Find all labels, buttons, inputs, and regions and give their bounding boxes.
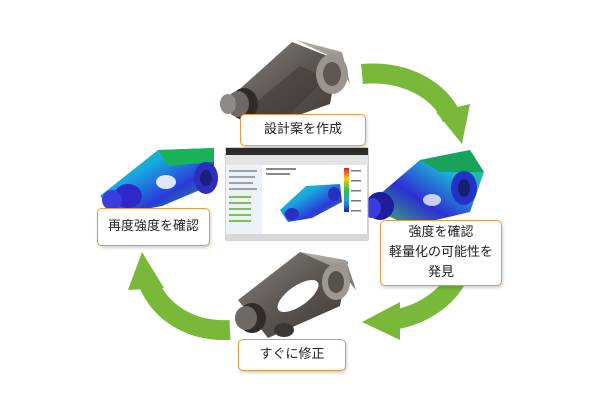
cycle-arrow-bottom-left <box>128 252 231 341</box>
bottom-bracket-model <box>235 252 356 338</box>
cad-software-screenshot <box>225 147 369 241</box>
step-recheck-strength-label: 再度強度を確認 <box>97 208 210 246</box>
step-check-strength-label: 強度を確認 軽量化の可能性を 発見 <box>380 220 502 286</box>
top-bracket-model <box>220 40 350 128</box>
step-create-design-text: 設計案を作成 <box>263 122 342 137</box>
step-fix-immediately-text: すぐに修正 <box>259 347 325 362</box>
step-check-strength-text-line3: 発見 <box>427 265 454 280</box>
step-check-strength-text-line2: 軽量化の可能性を <box>388 245 493 260</box>
step-fix-immediately-label: すぐに修正 <box>238 339 346 371</box>
right-stress-model <box>363 150 484 226</box>
step-check-strength-text-line1: 強度を確認 <box>408 225 474 240</box>
cycle-arrow-top-right <box>361 63 470 144</box>
step-create-design-label: 設計案を作成 <box>240 114 366 146</box>
left-stress-model <box>100 148 218 214</box>
step-recheck-strength-text: 再度強度を確認 <box>107 219 199 234</box>
